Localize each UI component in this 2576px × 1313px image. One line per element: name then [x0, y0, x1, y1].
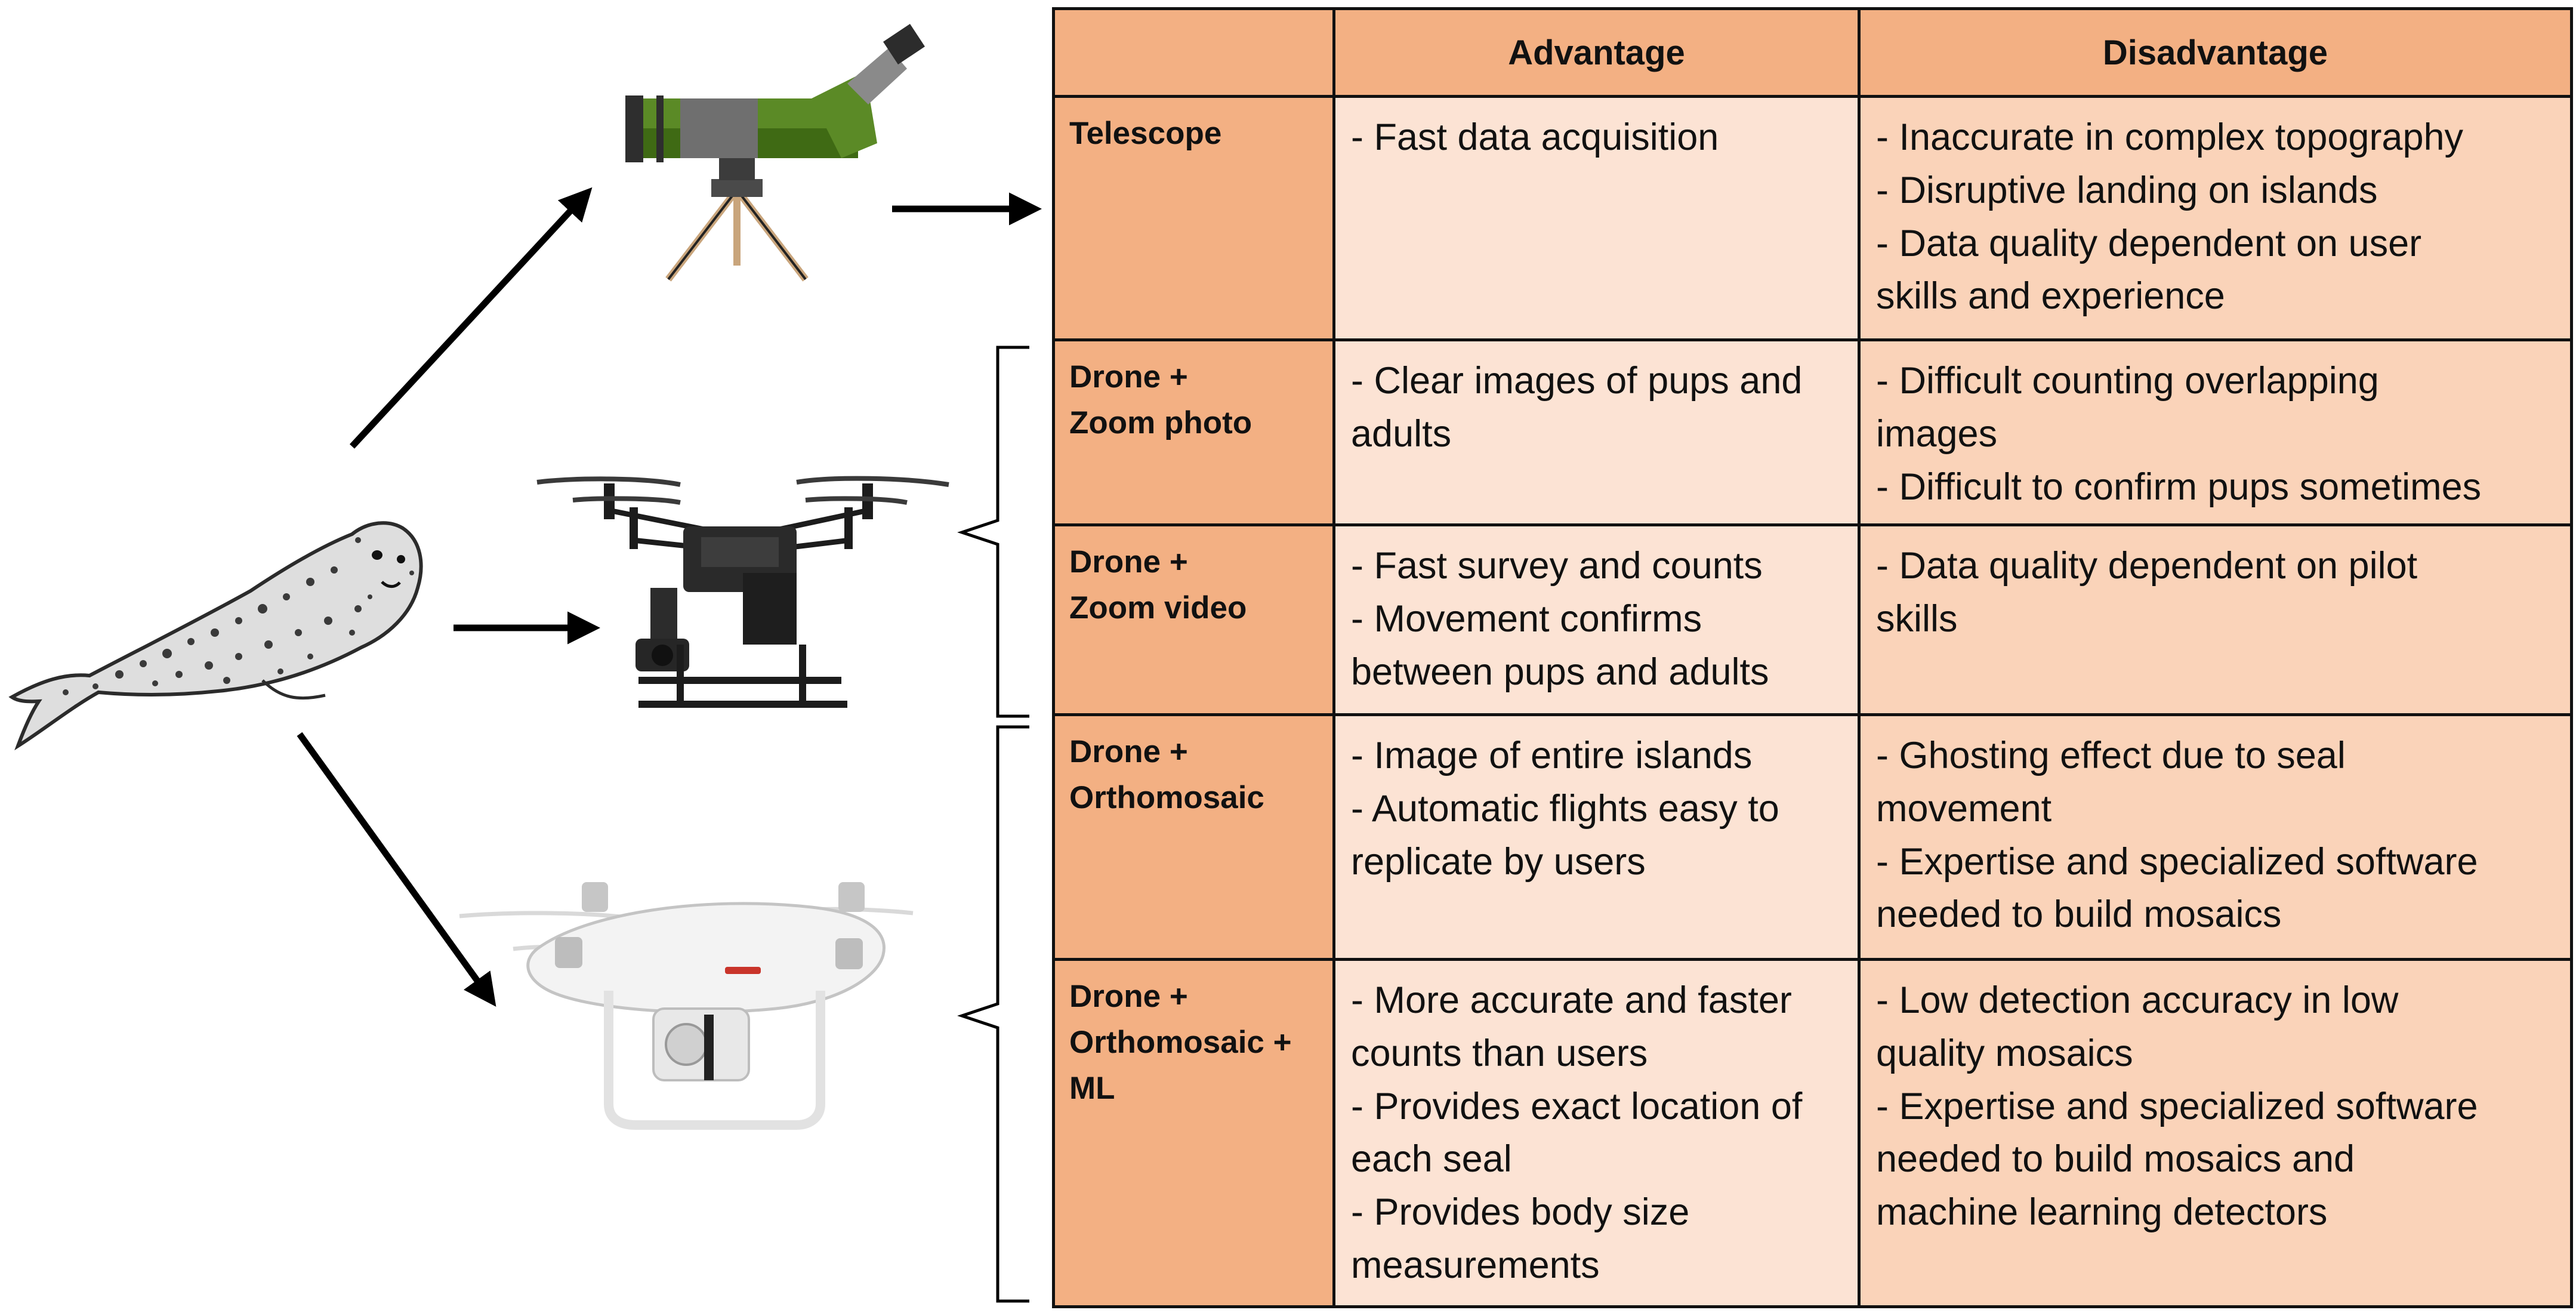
method-line: Drone + — [1069, 979, 1188, 1014]
advantage-cell: - Clear images of pups and adults — [1332, 338, 1861, 526]
advantage-cell: - Fast survey and counts - Movement confi… — [1332, 523, 1861, 716]
phantom-quadcopter-icon — [459, 882, 914, 1130]
disadvantage-text-line: images — [1876, 412, 1998, 455]
disadvantage-cell: - Ghosting effect due to seal movement - E… — [1858, 713, 2573, 961]
disadvantage-text-line: - Expertise and specialized software — [1876, 840, 2478, 883]
method-cell: Drone + Orthomosaic — [1052, 713, 1335, 961]
advantage-point: - Image of entire islands — [1351, 729, 1852, 782]
bracket-zoom-methods — [957, 346, 1029, 718]
disadvantage-text-line: - Inaccurate in complex topography — [1876, 116, 2464, 158]
bracket-orthomosaic-methods — [957, 725, 1029, 1303]
method-line: Drone + — [1069, 544, 1188, 580]
advantage-point: - Fast survey and counts — [1351, 540, 1852, 593]
advantage-text-line: - Image of entire islands — [1351, 735, 1753, 776]
header-advantage: Advantage — [1332, 7, 1861, 98]
method-cell: Telescope — [1052, 95, 1335, 341]
disadvantage-point: - Expertise and specialized software need… — [1876, 836, 2564, 942]
advantage-text-line: - Provides exact location of — [1351, 1085, 1803, 1127]
arrow-seal-to-mapping-drone — [297, 732, 496, 1007]
disadvantage-text-line: movement — [1876, 787, 2052, 830]
disadvantage-cell: - Data quality dependent on pilot skills — [1858, 523, 2573, 716]
table-row: Drone + Orthomosaic + ML - More accurate an… — [1052, 958, 2573, 1308]
advantage-text-line: - Provides body size — [1351, 1191, 1690, 1234]
disadvantage-text-line: quality mosaics — [1876, 1032, 2133, 1074]
advantage-text-line: - Fast survey and counts — [1351, 545, 1763, 587]
flow-arrows — [297, 187, 1042, 1007]
method-line: Zoom photo — [1069, 405, 1252, 440]
table-row: Telescope - Fast data acquisition - Inaccu… — [1052, 95, 2573, 341]
advantage-text-line: - Movement confirms — [1351, 597, 1702, 640]
method-cell: Drone + Zoom video — [1052, 523, 1335, 716]
advantage-point: - Automatic flights easy to replicate by … — [1351, 782, 1852, 889]
advantage-text-line: counts than users — [1351, 1032, 1648, 1074]
disadvantage-text-line: skills — [1876, 597, 1958, 640]
disadvantage-point: - Expertise and specialized software need… — [1876, 1080, 2564, 1239]
advantage-text-line: adults — [1351, 412, 1452, 455]
method-line: Orthomosaic + — [1069, 1024, 1292, 1060]
drone-group-brackets — [957, 346, 1029, 1303]
advantage-point: - Provides body size measurements — [1351, 1186, 1852, 1292]
advantage-point: - Clear images of pups and adults — [1351, 355, 1852, 461]
disadvantage-point: - Low detection accuracy in low quality m… — [1876, 974, 2564, 1080]
header-method — [1052, 7, 1335, 98]
disadvantage-point: - Difficult counting overlapping images — [1876, 355, 2564, 461]
disadvantage-text-line: - Low detection accuracy in low — [1876, 979, 2399, 1021]
seal-illustration — [8, 521, 423, 751]
advantage-text-line: between pups and adults — [1351, 651, 1769, 693]
spotting-scope-icon — [625, 24, 925, 282]
disadvantage-cell: - Inaccurate in complex topography - Disr… — [1858, 95, 2573, 341]
disadvantage-text-line: machine learning detectors — [1876, 1191, 2328, 1234]
disadvantage-text-line: - Data quality dependent on pilot — [1876, 545, 2418, 587]
disadvantage-point: - Data quality dependent on pilot skills — [1876, 540, 2564, 646]
advantage-point: - More accurate and faster counts than us… — [1351, 974, 1852, 1080]
method-cell: Drone + Zoom photo — [1052, 338, 1335, 526]
method-cell: Drone + Orthomosaic + ML — [1052, 958, 1335, 1308]
method-line: Telescope — [1069, 116, 1222, 151]
advantage-cell: - Fast data acquisition — [1332, 95, 1861, 341]
advantage-text-line: - More accurate and faster — [1351, 979, 1792, 1021]
header-row: Advantage Disadvantage — [1052, 7, 2573, 98]
disadvantage-point: - Disruptive landing on islands — [1876, 164, 2564, 217]
advantage-text-line: - Clear images of pups and — [1351, 360, 1803, 402]
disadvantage-text-line: needed to build mosaics and — [1876, 1138, 2355, 1181]
disadvantage-point: - Ghosting effect due to seal movement — [1876, 729, 2564, 836]
disadvantage-point: - Data quality dependent on user skills a… — [1876, 217, 2564, 323]
disadvantage-point: - Difficult to confirm pups sometimes — [1876, 461, 2564, 514]
advantage-point: - Fast data acquisition — [1351, 111, 1852, 164]
disadvantage-text-line: - Difficult to confirm pups sometimes — [1876, 466, 2482, 508]
advantage-text-line: - Automatic flights easy to — [1351, 787, 1779, 830]
advantage-text-line: replicate by users — [1351, 840, 1646, 883]
advantage-text-line: - Fast data acquisition — [1351, 116, 1719, 158]
advantage-text-line: measurements — [1351, 1244, 1600, 1287]
comparison-table: Advantage Disadvantage Telescope - Fast d… — [1052, 7, 2573, 1308]
header-disadvantage: Disadvantage — [1858, 7, 2573, 98]
disadvantage-cell: - Low detection accuracy in low quality m… — [1858, 958, 2573, 1308]
method-line: Drone + — [1069, 734, 1188, 769]
arrow-seal-to-telescope — [349, 187, 593, 449]
disadvantage-text-line: - Expertise and specialized software — [1876, 1085, 2478, 1127]
disadvantage-text-line: - Data quality dependent on user — [1876, 222, 2422, 264]
disadvantage-text-line: - Ghosting effect due to seal — [1876, 735, 2346, 776]
advantage-cell: - Image of entire islands - Automatic fli… — [1332, 713, 1861, 961]
disadvantage-point: - Inaccurate in complex topography — [1876, 111, 2564, 164]
table-row: Drone + Orthomosaic - Image of entire isla… — [1052, 713, 2573, 961]
disadvantage-text-line: needed to build mosaics — [1876, 893, 2282, 936]
advantage-point: - Movement confirms between pups and adul… — [1351, 593, 1852, 699]
advantage-text-line: each seal — [1351, 1138, 1512, 1181]
disadvantage-text-line: - Difficult counting overlapping — [1876, 360, 2379, 402]
table-row: Drone + Zoom video - Fast survey and count… — [1052, 523, 2573, 716]
method-line: ML — [1069, 1070, 1115, 1106]
table-row: Drone + Zoom photo - Clear images of pups … — [1052, 338, 2573, 526]
disadvantage-text-line: - Disruptive landing on islands — [1876, 169, 2378, 211]
disadvantage-text-line: skills and experience — [1876, 275, 2225, 318]
advantage-point: - Provides exact location of each seal — [1351, 1080, 1852, 1186]
method-line: Drone + — [1069, 359, 1188, 394]
method-line: Zoom video — [1069, 590, 1247, 625]
industrial-quadcopter-icon — [536, 476, 949, 708]
method-line: Orthomosaic — [1069, 779, 1264, 815]
advantage-cell: - More accurate and faster counts than us… — [1332, 958, 1861, 1308]
